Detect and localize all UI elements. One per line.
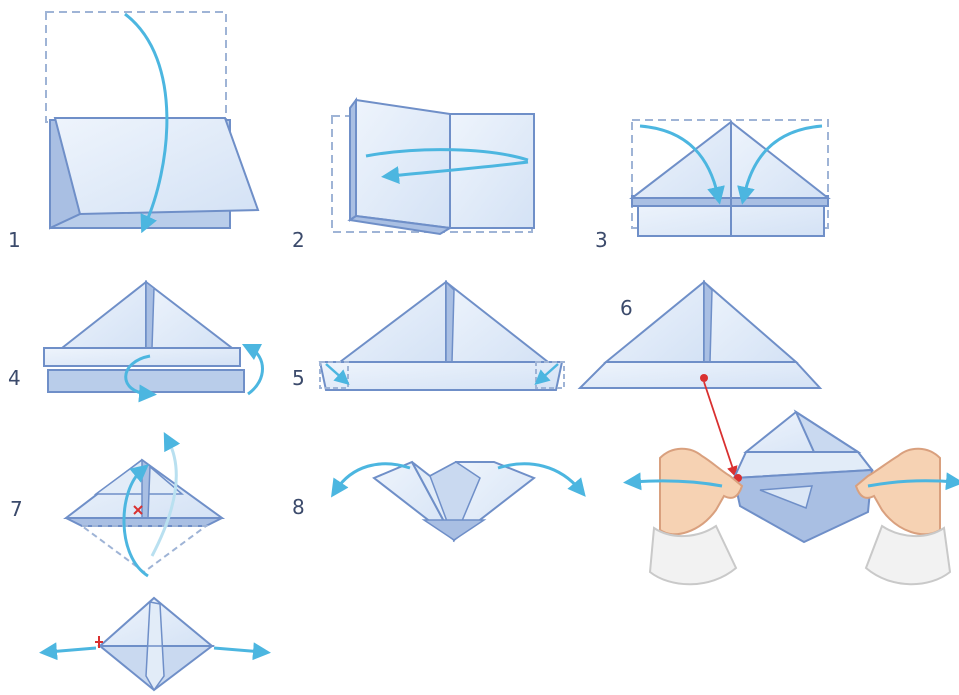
step-7-illustration	[63, 432, 226, 578]
fold-up-arrow-front	[124, 354, 157, 403]
step-5-illustration	[318, 279, 565, 391]
red-cross-icon	[133, 505, 143, 515]
step-8-label: 8	[292, 495, 305, 519]
right-sleeve	[864, 524, 952, 586]
step-7-label: 7	[10, 497, 23, 521]
step-4-label: 4	[8, 366, 21, 390]
fold-arrow-left	[381, 160, 529, 185]
open-left-arrow	[331, 462, 411, 498]
step-3-illustration	[629, 119, 831, 237]
red-dot-icon	[700, 374, 708, 382]
step-9-illustration	[39, 596, 271, 692]
step-1-illustration	[45, 11, 260, 234]
step-2-illustration	[331, 97, 535, 236]
fold-corner-left-arrow	[639, 124, 725, 205]
red-cross-icon	[95, 636, 103, 648]
step-5-label: 5	[292, 366, 305, 390]
red-pointer-arrow	[703, 381, 738, 478]
step-4-illustration	[43, 279, 264, 403]
fold-up-arrow	[122, 464, 149, 578]
tuck-corner-right-arrow	[534, 363, 559, 385]
fold-down-arrow	[124, 12, 169, 234]
pull-left-arrow	[623, 472, 723, 491]
fold-arrow-top	[365, 148, 529, 162]
left-hand	[659, 447, 744, 536]
step-6-illustration	[577, 279, 823, 478]
left-sleeve	[648, 524, 738, 586]
tuck-corner-left-arrow	[325, 363, 350, 385]
step-3-label: 3	[595, 228, 608, 252]
step-1-label: 1	[8, 228, 21, 252]
open-right-arrow	[497, 462, 586, 497]
step-2-label: 2	[292, 228, 305, 252]
pull-right-arrow	[213, 642, 271, 661]
hands-illustration	[623, 409, 959, 586]
step-6-label: 6	[620, 296, 633, 320]
fold-corner-right-arrow	[737, 124, 823, 205]
fold-up-arrow-back	[241, 343, 264, 396]
fold-up-arrow-back	[150, 432, 181, 557]
right-hand	[854, 447, 941, 536]
step-8-illustration	[331, 460, 586, 543]
pull-left-arrow	[39, 642, 97, 661]
pull-right-arrow	[867, 472, 959, 491]
